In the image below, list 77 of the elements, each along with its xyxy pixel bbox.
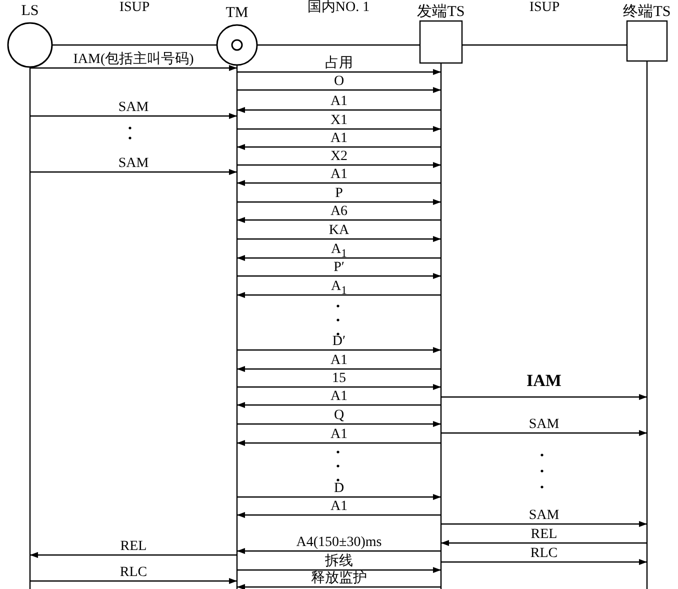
message-arrow [441, 540, 647, 546]
message-arrow [237, 162, 441, 168]
message-label: REL [120, 540, 147, 554]
message-arrow [237, 144, 441, 150]
message-arrow [237, 567, 441, 573]
message-label: D [334, 482, 344, 496]
message-label: A$_{1}$ [331, 243, 347, 261]
link-label: ISUP [529, 1, 560, 15]
message-label: O [334, 75, 344, 89]
message-label: A1 [330, 428, 348, 442]
message-arrow [237, 584, 441, 589]
message-label: 占用 [325, 57, 353, 71]
message-label: SAM [528, 418, 560, 432]
message-arrow [237, 255, 441, 261]
message-arrow [237, 421, 441, 427]
message-arrow [30, 65, 237, 71]
message-label: RLC [120, 566, 148, 580]
message-arrow [441, 394, 647, 400]
message-arrow [237, 512, 441, 518]
message-label: X1 [330, 114, 348, 128]
message-arrow [30, 552, 237, 558]
message-label: A1 [330, 95, 348, 109]
message-label: A6 [330, 205, 348, 219]
message-arrow [237, 273, 441, 279]
node-label: TM [226, 5, 248, 21]
message-label: SAM [118, 157, 149, 171]
message-arrow [237, 126, 441, 132]
message-arrow [237, 180, 441, 186]
message-label: X2 [330, 150, 348, 164]
node-label: LS [21, 3, 39, 19]
message-label: A1 [330, 132, 348, 146]
node-label: 发端TS [417, 4, 465, 20]
message-label: P [335, 187, 343, 201]
message-arrow [237, 217, 441, 223]
message-arrow [237, 292, 441, 298]
message-arrow [237, 69, 441, 75]
message-label: 15 [332, 372, 346, 386]
message-arrow [441, 521, 647, 527]
link-line [257, 44, 420, 46]
message-label: RLC [530, 547, 558, 561]
message-label: 释放监护 [311, 572, 367, 586]
message-arrow [237, 366, 441, 372]
message-label: A$_{1}$ [331, 280, 347, 298]
message-label: REL [530, 528, 558, 542]
message-arrow [237, 107, 441, 113]
message-arrow [441, 430, 647, 436]
node-label: 终端TS [623, 4, 671, 20]
message-arrow [237, 199, 441, 205]
message-arrow [441, 559, 647, 565]
message-label: SAM [118, 101, 149, 115]
message-arrow [30, 169, 237, 175]
message-label: Q [334, 409, 344, 423]
message-label: A4(150±30)ms [296, 536, 382, 550]
message-arrow [30, 113, 237, 119]
message-label: A1 [330, 168, 348, 182]
message-arrow [237, 494, 441, 500]
message-label: 拆线 [325, 555, 353, 569]
message-label: A1 [330, 500, 348, 514]
message-arrow [237, 402, 441, 408]
message-arrow [237, 236, 441, 242]
message-label: A1 [330, 390, 348, 404]
message-arrow [237, 87, 441, 93]
message-label: SAM [528, 509, 560, 523]
link-line [462, 44, 627, 46]
message-label: A1 [330, 354, 348, 368]
message-arrow [237, 384, 441, 390]
link-label: ISUP [119, 1, 150, 15]
message-label: IAM(包括主叫号码) [73, 53, 194, 67]
message-label: KA [328, 224, 350, 238]
message-arrow [30, 578, 237, 584]
message-label: IAM [526, 372, 562, 389]
link-line [52, 44, 217, 46]
message-arrow [237, 347, 441, 353]
message-arrow [237, 548, 441, 554]
message-arrow [237, 440, 441, 446]
message-label: P′ [334, 261, 344, 275]
message-label: D′ [332, 335, 346, 349]
